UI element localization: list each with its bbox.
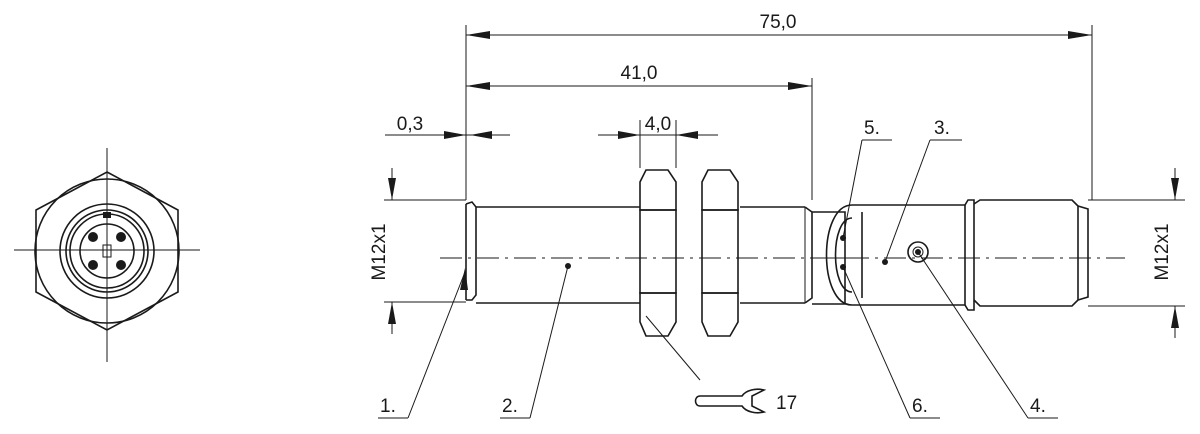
dim-thread-left: M12x1 <box>369 223 390 280</box>
connector-end-view <box>14 148 200 362</box>
dim-thread-right: M12x1 <box>1152 223 1173 280</box>
wrench-icon <box>645 315 767 414</box>
dim-nut-width: 4,0 <box>645 114 671 135</box>
callout-6: 6. <box>912 396 928 417</box>
callout-leaders <box>378 139 1058 419</box>
sensor-side-view <box>440 169 1125 337</box>
callout-5: 5. <box>864 118 880 139</box>
dimension-lines <box>384 25 1185 338</box>
wrench-size: 17 <box>776 393 797 414</box>
dim-thread-length: 41,0 <box>621 63 658 84</box>
callout-2: 2. <box>502 396 518 417</box>
callout-3: 3. <box>934 118 950 139</box>
dim-overall-length: 75,0 <box>760 12 797 33</box>
dim-end-offset: 0,3 <box>397 114 423 135</box>
callout-4: 4. <box>1030 396 1046 417</box>
callout-1: 1. <box>380 396 396 417</box>
